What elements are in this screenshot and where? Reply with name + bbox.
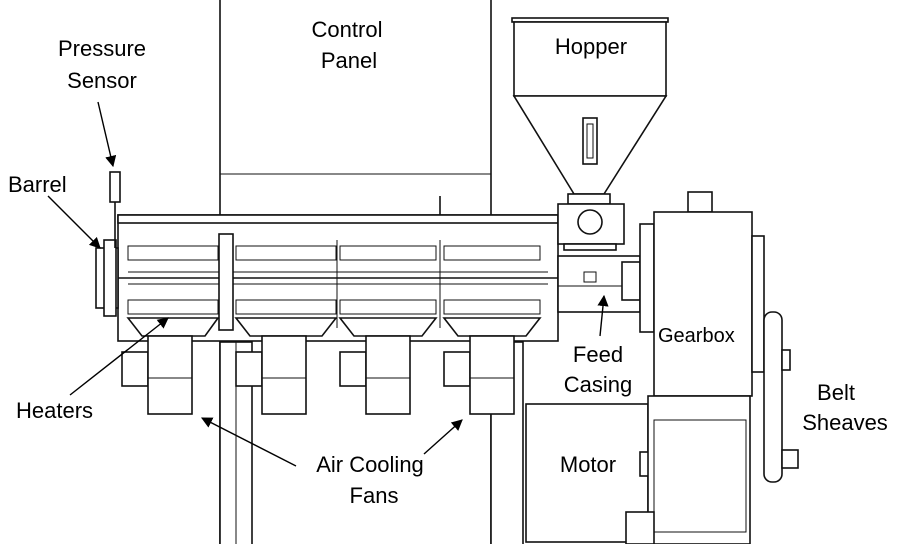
belt-sheaves-label-line2: Sheaves <box>802 410 888 435</box>
fans-arrow-right <box>423 419 463 455</box>
pressure-sensor-label-line1: Pressure <box>58 36 146 61</box>
control-panel-label-line2: Panel <box>321 48 377 73</box>
leader-arrows <box>47 101 609 467</box>
gearbox-label: Gearbox <box>658 325 735 347</box>
belt-sheaves <box>763 311 799 483</box>
fans-arrow-left <box>201 417 297 467</box>
cooling-fans <box>121 335 515 415</box>
barrel-label: Barrel <box>8 172 67 197</box>
pressure-sensor <box>109 171 121 248</box>
motor-body <box>525 395 751 544</box>
gearbox-body <box>639 191 765 397</box>
hopper <box>511 17 669 205</box>
barrel-arrow <box>47 195 101 249</box>
heaters-arrow <box>69 317 169 396</box>
belt-sheaves-label-line1: Belt <box>817 380 855 405</box>
feed-casing <box>557 203 641 313</box>
pressure-sensor-label-line2: Sensor <box>67 68 137 93</box>
feed-casing-arrow <box>597 294 609 337</box>
heaters-label: Heaters <box>16 398 93 423</box>
control-panel-label-line1: Control <box>312 17 383 42</box>
air-cooling-fans-label-line1: Air Cooling <box>316 452 424 477</box>
pressure-sensor-arrow <box>97 101 117 168</box>
motor-label: Motor <box>560 452 616 477</box>
feed-casing-label-line1: Feed <box>573 342 623 367</box>
hopper-label: Hopper <box>555 34 627 59</box>
feed-casing-label-line2: Casing <box>564 372 632 397</box>
air-cooling-fans-label-line2: Fans <box>350 483 399 508</box>
barrel-assembly <box>117 196 559 342</box>
barrel-end-flange <box>95 239 119 317</box>
